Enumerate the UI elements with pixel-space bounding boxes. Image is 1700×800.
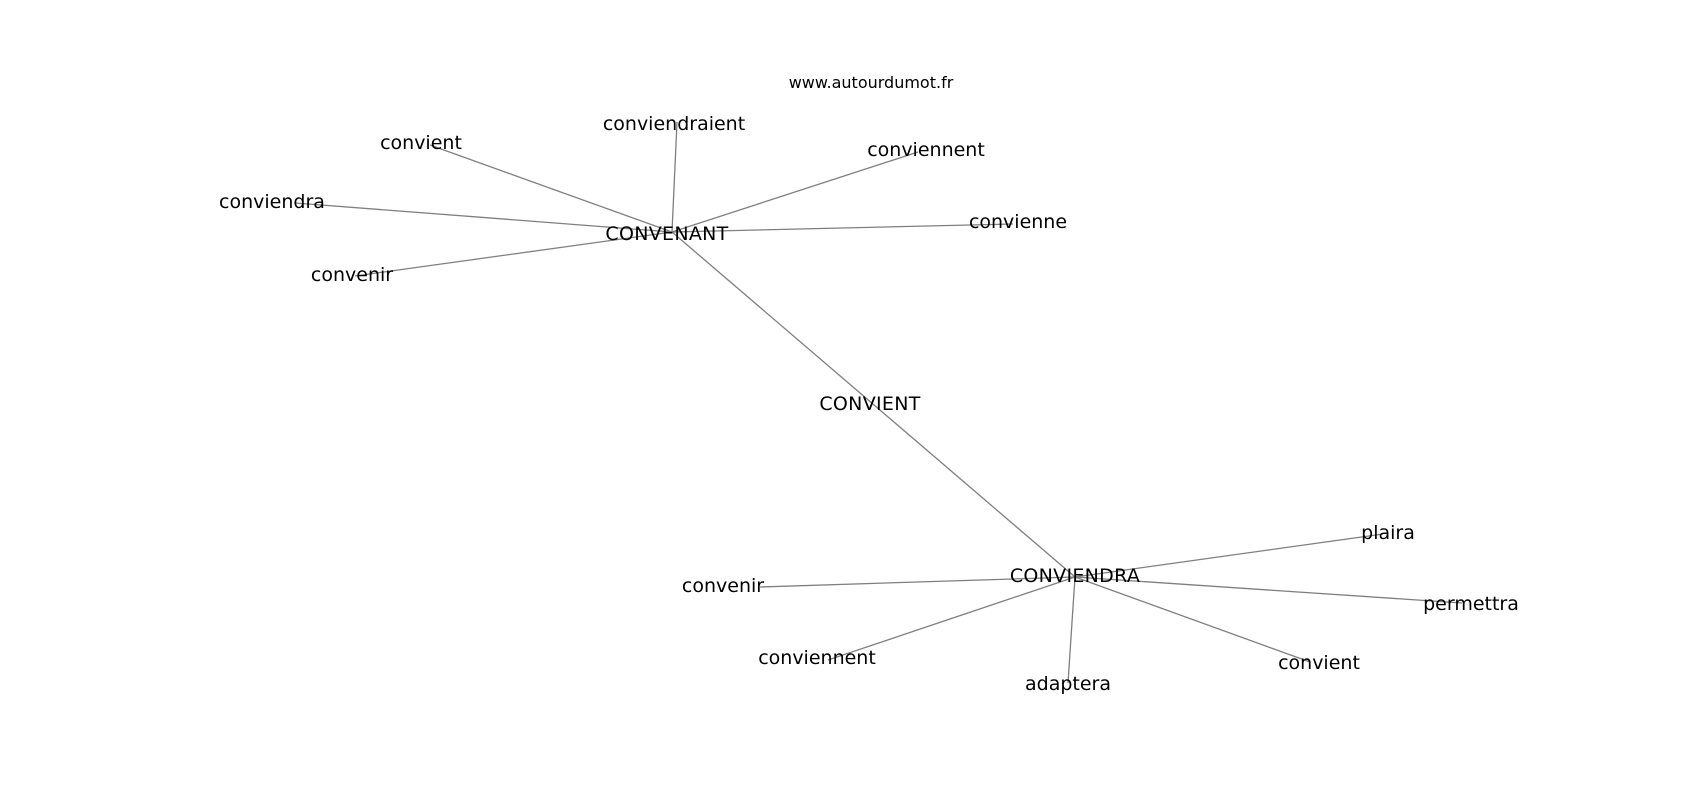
word-node-adaptera[interactable]: adaptera <box>1025 673 1111 695</box>
edge-convenant-convienne <box>671 223 1014 233</box>
edge-conviendra-convient <box>1074 576 1311 663</box>
word-node-conviendraient[interactable]: conviendraient <box>603 113 745 135</box>
edge-conviendra-plaira <box>1074 533 1384 578</box>
edge-convenant-convenir <box>354 231 673 277</box>
word-node-conviennent[interactable]: conviennent <box>867 139 985 161</box>
word-node-convienne[interactable]: convienne <box>969 211 1067 233</box>
word-node-convient[interactable]: convient <box>380 132 462 154</box>
word-node-convenir[interactable]: convenir <box>682 575 764 597</box>
word-node-convient[interactable]: convient <box>1278 652 1360 674</box>
edge-convenant-conviendra <box>294 202 673 233</box>
word-node-convenir[interactable]: convenir <box>311 264 393 286</box>
word-node-conviennent[interactable]: conviennent <box>758 647 876 669</box>
source-credit: www.autourdumot.fr <box>789 73 954 92</box>
word-node-plaira[interactable]: plaira <box>1361 522 1415 544</box>
word-node-permettra[interactable]: permettra <box>1423 593 1519 615</box>
edge-conviendra-conviennent <box>827 576 1076 661</box>
center-node[interactable]: CONVIENT <box>819 393 920 415</box>
edge-convenant-convient <box>429 144 673 233</box>
edge-conviendra-permettra <box>1074 576 1463 604</box>
hub-node-conviendra[interactable]: CONVIENDRA <box>1010 565 1140 587</box>
edge-conviendra-convenir <box>759 576 1076 588</box>
edge-convenant-conviennent <box>671 151 919 233</box>
word-node-conviendra[interactable]: conviendra <box>219 191 325 213</box>
edge-convenant-conviendraient <box>671 121 678 233</box>
edge-hub-link <box>671 231 1076 578</box>
graph-edges <box>294 121 1463 684</box>
edge-conviendra-adaptera <box>1067 576 1076 684</box>
hub-node-convenant[interactable]: CONVENANT <box>605 223 728 245</box>
